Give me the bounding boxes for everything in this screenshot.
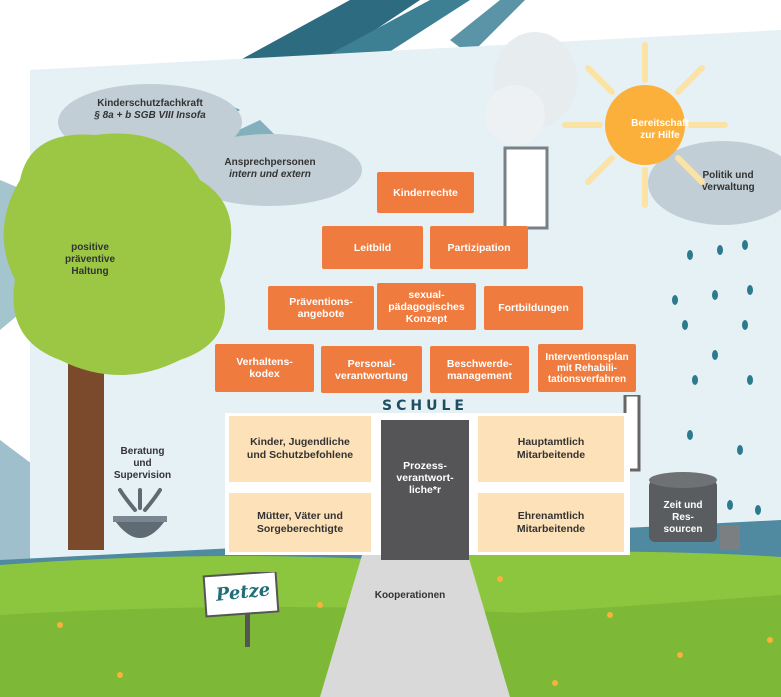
barrel-label: Zeit und Res- sourcen (663, 500, 703, 535)
cloud-kinderschutz-label: Kinderschutzfachkraft § 8a + b SGB VIII … (94, 98, 206, 121)
school-door: Prozess- verantwort- liche*r (381, 420, 469, 560)
grass-ground (0, 545, 781, 697)
brick-praeventionsangebote: Präventions-angebote (268, 286, 374, 330)
tree-icon (3, 133, 232, 550)
brick-personalverantwortung: Personal-verantwortung (321, 346, 422, 393)
brick-partizipation: Partizipation (430, 226, 528, 269)
brick-fortbildungen: Fortbildungen (484, 286, 583, 330)
path-label: Kooperationen (374, 590, 446, 601)
chimney-icon (485, 32, 577, 230)
brick-leitbild: Leitbild (322, 226, 423, 269)
cloud-ansprechpersonen-label: Ansprechpersonen intern und extern (224, 157, 316, 180)
brick-verhaltenskodex: Verhaltens-kodex (215, 344, 314, 392)
sun-label: Bereitschaft zur Hilfe (631, 118, 689, 141)
rain-icon (672, 240, 761, 515)
school-sign: SCHULE (382, 398, 468, 414)
brick-kinderrechte: Kinderrechte (377, 172, 474, 213)
fountain-label: Beratung und Supervision (113, 446, 172, 481)
sun-icon (562, 42, 728, 208)
fountain-icon (113, 488, 167, 538)
cloud-ansprechpersonen (178, 134, 362, 206)
brick-beschwerdemanagement: Beschwerde-management (430, 346, 529, 393)
petze-signpost (202, 572, 280, 647)
tree-label: positive präventive Haltung (64, 242, 116, 277)
cloud-politik-label: Politik und Verwaltung (701, 170, 755, 193)
